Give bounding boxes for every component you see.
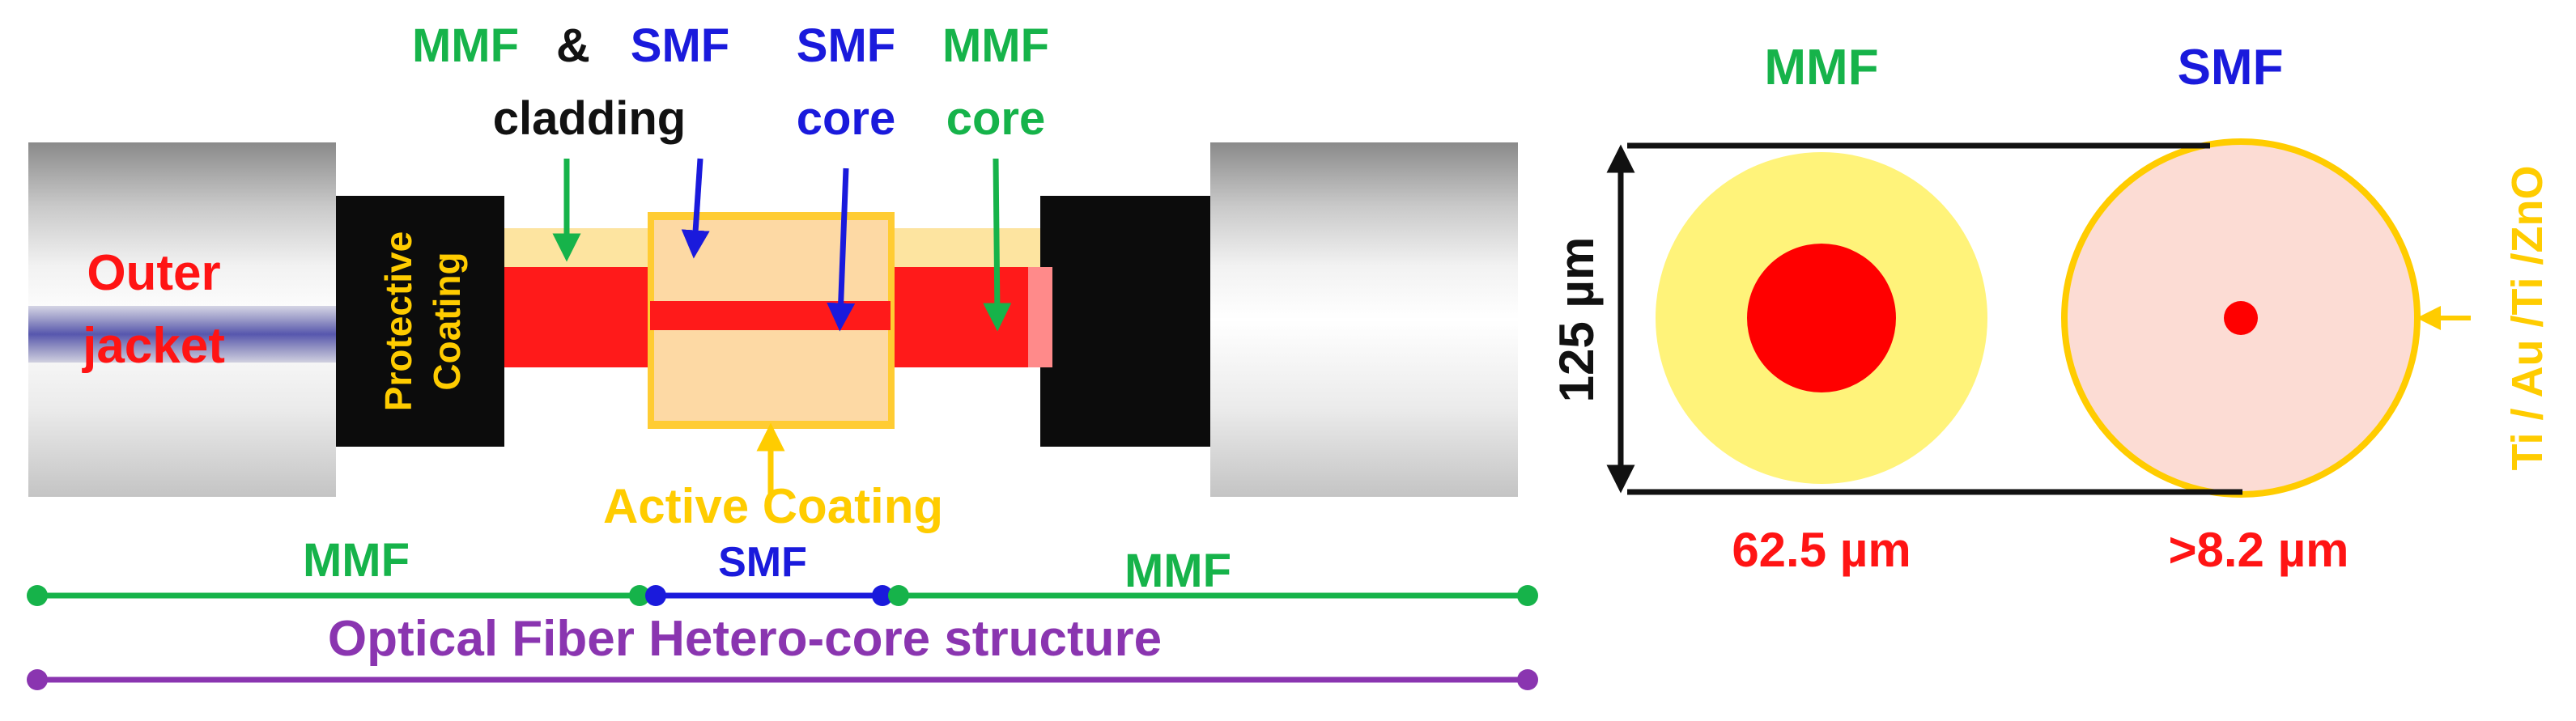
scale-mmf-left-label: MMF xyxy=(303,534,410,587)
fiber-glow-left xyxy=(28,306,336,363)
outer-jacket-label-2: jacket xyxy=(82,318,225,374)
smf-core-label-2: core xyxy=(797,92,896,145)
side-view: MMF & SMF cladding SMF core MMF core Out… xyxy=(27,19,1538,690)
smf-core-size-label: >8.2 µm xyxy=(2168,523,2349,577)
active-coating-label: Active Coating xyxy=(603,479,943,533)
scale-smf-label: SMF xyxy=(718,539,807,586)
smf-cross-title: SMF xyxy=(2178,40,2284,95)
mmf-core-left xyxy=(504,267,650,367)
scale-dot-6 xyxy=(1517,585,1538,606)
smf-label-top: SMF xyxy=(631,19,729,72)
mmf-core-label-2: core xyxy=(946,92,1046,145)
mmf-core-right xyxy=(891,267,1040,367)
structure-dot-right xyxy=(1517,669,1538,690)
scale-dot-5 xyxy=(888,585,909,606)
mmf-core-size-label: 62.5 µm xyxy=(1732,523,1911,577)
smf-core xyxy=(650,301,891,330)
mmf-core-arrow xyxy=(983,158,1012,332)
cladding-label: cladding xyxy=(493,92,686,145)
mmf-cross-title: MMF xyxy=(1764,40,1878,95)
smf-core-arrow xyxy=(827,168,856,332)
coating-layers-label: Ti / Au /Ti /ZnO xyxy=(2503,166,2552,471)
scale-mmf-right-label: MMF xyxy=(1124,545,1231,597)
mmf-core-label-1: MMF xyxy=(942,19,1049,72)
scale-dot-3 xyxy=(645,585,666,606)
scale-dot-2 xyxy=(629,585,650,606)
mmf-label-top: MMF xyxy=(412,19,519,72)
outer-jacket-label-1: Outer xyxy=(87,245,220,301)
diameter-label: 125 µm xyxy=(1549,237,1604,403)
scale-dot-4 xyxy=(872,585,893,606)
structure-label: Optical Fiber Hetero-core structure xyxy=(328,611,1162,667)
mmf-core-circle xyxy=(1747,244,1896,392)
scale-dot-1 xyxy=(27,585,48,606)
smf-cladding-arrow xyxy=(681,158,710,259)
outer-jacket-right xyxy=(1210,142,1518,497)
smf-core-label-1: SMF xyxy=(797,19,895,72)
smf-core-circle xyxy=(2224,301,2258,335)
protective-coating-left xyxy=(336,196,504,447)
protective-coating-label-2: Coating xyxy=(426,252,468,390)
protective-coating-label-1: Protective xyxy=(377,231,419,411)
ampersand-label: & xyxy=(556,19,590,72)
protective-coating-right xyxy=(1040,196,1210,447)
cross-section-view: MMF SMF 125 µm 62.5 µm >8.2 µm Ti / Au /… xyxy=(1549,40,2552,577)
mmf-core-fade xyxy=(1028,267,1052,367)
structure-dot-left xyxy=(27,669,48,690)
